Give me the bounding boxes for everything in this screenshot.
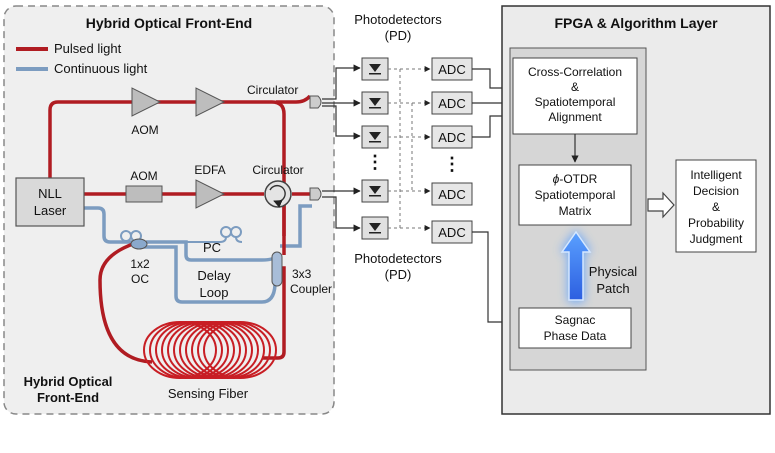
top-circulator-to-pd bbox=[276, 94, 312, 104]
sensing-fiber-coil bbox=[143, 321, 277, 379]
pd-bottom-label-line2: (PD) bbox=[385, 267, 412, 282]
legend-continuous-label: Continuous light bbox=[54, 61, 148, 76]
adc-label-2: ADC bbox=[438, 96, 465, 111]
coupler-to-pd-fiber bbox=[280, 204, 312, 248]
otdr-line1: ϕ-OTDR bbox=[553, 172, 598, 186]
adc-ellipsis: ⋮ bbox=[443, 154, 461, 174]
coupler-3x3-symbol bbox=[271, 251, 283, 287]
circulator-mid-label: Circulator bbox=[252, 163, 303, 177]
aom-top-triangle bbox=[131, 87, 162, 117]
legend: Pulsed light Continuous light bbox=[16, 41, 148, 76]
nll-laser-box bbox=[15, 177, 85, 227]
pc-loop-lead bbox=[186, 236, 243, 243]
adc-label-3: ADC bbox=[438, 130, 465, 145]
delay-loop-label-line1: Delay bbox=[197, 268, 231, 283]
physical-patch-arrow bbox=[560, 230, 592, 302]
decision-line5: Judgment bbox=[690, 232, 743, 246]
cross-correlation-line4: Alignment bbox=[548, 110, 602, 124]
top-circulator-drop-fiber bbox=[271, 100, 286, 255]
pd-top-label-line1: Photodetectors bbox=[354, 12, 442, 27]
pc-label: PC bbox=[203, 240, 221, 255]
front-end-footer-line2: Front-End bbox=[37, 390, 99, 405]
splitter-to-pd-wires bbox=[322, 64, 361, 232]
decision-line1: Intelligent bbox=[690, 168, 742, 182]
pd-to-adc-links bbox=[388, 66, 431, 231]
sagnac-line1: Sagnac bbox=[555, 313, 596, 327]
pulsed-light-paths bbox=[48, 94, 312, 364]
front-end-title: Hybrid Optical Front-End bbox=[86, 15, 252, 31]
physical-patch-line1: Physical bbox=[589, 264, 638, 279]
splitter-top-symbol bbox=[309, 95, 322, 109]
laser-to-oc-fiber bbox=[84, 206, 133, 244]
coupler-label-line2: Coupler bbox=[290, 282, 332, 296]
physical-patch-line2: Patch bbox=[596, 281, 629, 296]
decision-line3: & bbox=[712, 200, 720, 214]
decision-line2: Decision bbox=[693, 184, 739, 198]
delay-loop-fiber bbox=[142, 245, 277, 304]
sagnac-box bbox=[518, 307, 632, 349]
adc-label-5: ADC bbox=[438, 225, 465, 240]
adc-label-1: ADC bbox=[438, 62, 465, 77]
aom-top-label: AOM bbox=[131, 123, 158, 137]
cross-correlation-line3: Spatiotemporal bbox=[535, 95, 616, 109]
circulator-mid-symbol bbox=[264, 180, 292, 208]
cross-correlation-line2: & bbox=[571, 80, 579, 94]
pd-array bbox=[361, 57, 389, 240]
otdr-line2: Spatiotemporal bbox=[535, 188, 616, 202]
aom-mid-label: AOM bbox=[130, 169, 157, 183]
legend-pulsed-label: Pulsed light bbox=[54, 41, 122, 56]
edfa-triangle bbox=[195, 179, 226, 209]
decision-line4: Probability bbox=[688, 216, 744, 230]
sensing-fiber-label: Sensing Fiber bbox=[168, 386, 249, 401]
laser-label-line2: Laser bbox=[34, 203, 67, 218]
oc-label-line1: 1x2 bbox=[130, 257, 150, 271]
to-decision-arrow bbox=[647, 191, 675, 219]
circulator-arrow-icon bbox=[269, 184, 286, 208]
delay-loop-label-line2: Loop bbox=[200, 285, 229, 300]
pd-bottom-label-line1: Photodetectors bbox=[354, 251, 442, 266]
splitter-mid-symbol bbox=[309, 187, 322, 201]
coupler-to-sensing-fiber bbox=[262, 266, 286, 360]
laser-to-aom-top-fiber bbox=[48, 100, 272, 178]
edfa-label: EDFA bbox=[194, 163, 225, 177]
adc-label-4: ADC bbox=[438, 187, 465, 202]
laser-label-line1: NLL bbox=[38, 186, 62, 201]
fpga-title: FPGA & Algorithm Layer bbox=[554, 15, 718, 31]
pd-top-label-line2: (PD) bbox=[385, 28, 412, 43]
otdr-line3: Matrix bbox=[559, 204, 592, 218]
front-end-footer-line1: Hybrid Optical bbox=[24, 374, 113, 389]
adc-array: ADC ADC ADC ADC ADC bbox=[431, 57, 473, 244]
oc-1x2-symbol bbox=[130, 238, 148, 250]
sagnac-line2: Phase Data bbox=[544, 329, 607, 343]
amplifier-top-triangle bbox=[195, 87, 226, 117]
oc-label-line2: OC bbox=[131, 272, 149, 286]
aom-mid-box bbox=[125, 185, 163, 203]
decision-box bbox=[675, 159, 757, 253]
otdr-matrix-box bbox=[518, 164, 632, 226]
front-end-panel bbox=[3, 5, 335, 415]
circulator-top-label: Circulator bbox=[247, 83, 298, 97]
cross-correlation-box bbox=[512, 57, 638, 135]
cross-correlation-line1: Cross-Correlation bbox=[528, 65, 622, 79]
coupler-label-line1: 3x3 bbox=[292, 267, 312, 281]
oc-to-sensing-fiber bbox=[98, 242, 153, 364]
pd-ellipsis: ⋮ bbox=[366, 152, 384, 172]
adc-box-4 bbox=[431, 182, 473, 206]
photodiode-icon bbox=[369, 64, 381, 234]
